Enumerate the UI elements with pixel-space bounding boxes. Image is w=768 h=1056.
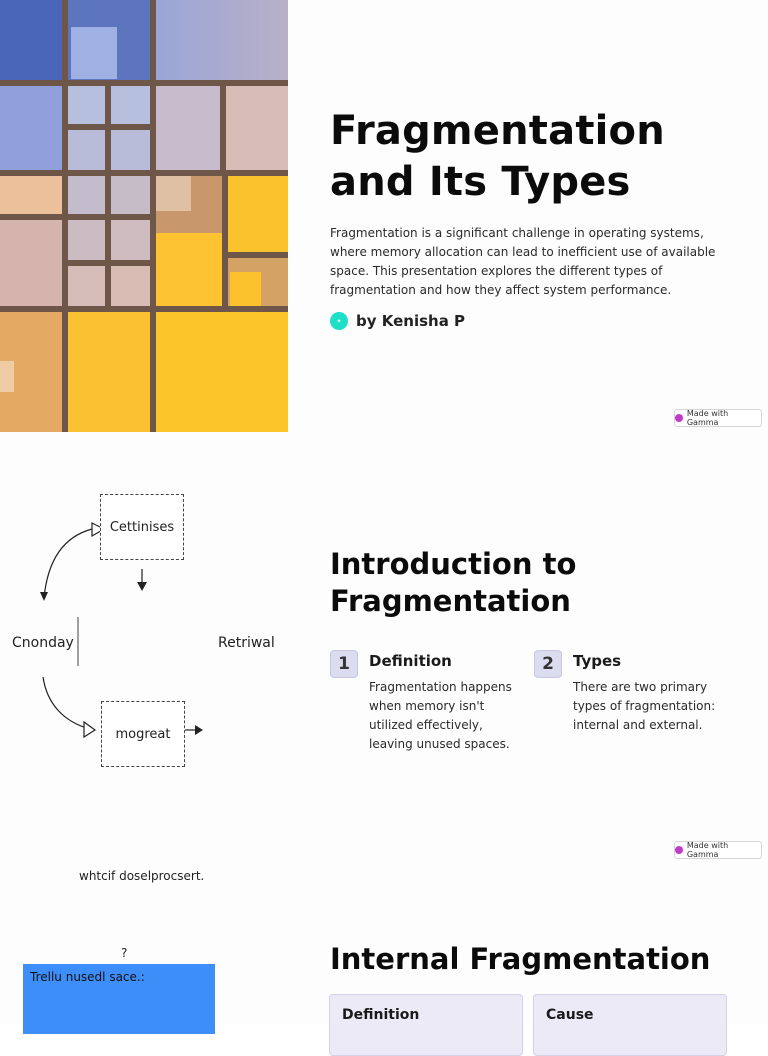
card-title: Cause (546, 1007, 594, 1023)
title-line-2: and Its Types (330, 159, 631, 205)
avatar: ✦ (330, 312, 348, 330)
author-name: by Kenisha P (356, 312, 466, 330)
info-card-definition: Definition (329, 994, 523, 1056)
section-title-line-2: Fragmentation (330, 584, 571, 618)
made-with-gamma-badge[interactable]: Made with Gamma (674, 841, 762, 859)
section-title: Introduction to Fragmentation (330, 546, 576, 620)
info-card-cause: Cause (533, 994, 727, 1056)
intro-content: Introduction to Fragmentation 1 Definiti… (330, 432, 728, 864)
title-line-1: Fragmentation (330, 108, 665, 154)
intro-description: Fragmentation is a significant challenge… (330, 226, 716, 297)
item-title: Types (573, 652, 622, 670)
item-number-badge: 2 (534, 650, 562, 678)
gamma-logo-icon (675, 846, 683, 854)
item-number-badge: 1 (330, 650, 358, 678)
internal-content: Internal Fragmentation (330, 864, 728, 1024)
slide-internal-fragmentation: whtcif doselprocsert. ? Trellu nusedl sa… (0, 864, 768, 1056)
section-title-line-1: Introduction to (330, 547, 577, 581)
presentation-title: Fragmentation and Its Types (330, 106, 730, 208)
made-with-gamma-badge[interactable]: Made with Gamma (674, 409, 762, 427)
gamma-badge-label: Made with Gamma (686, 841, 729, 859)
title-content: Fragmentation and Its Types Fragmentatio… (330, 0, 728, 432)
item-title: Definition (369, 652, 452, 670)
item-body: There are two primary types of fragmenta… (573, 680, 716, 732)
slide-introduction: Cettinises mogreat Cnonday Retriwal Intr… (0, 432, 768, 864)
diagram-question-mark: ? (121, 946, 128, 960)
diagram-bottom-box: mogreat (101, 701, 185, 767)
diagram-top-box: Cettinises (100, 494, 184, 560)
diagram-blue-box: Trellu nusedl sace.: (23, 964, 215, 1034)
mosaic-image (0, 0, 288, 432)
internal-diagram: whtcif doselprocsert. ? Trellu nusedl sa… (0, 864, 288, 1034)
card-title: Definition (342, 1007, 420, 1023)
section-title: Internal Fragmentation (330, 942, 711, 976)
diagram-arrows (40, 522, 203, 739)
author-row: ✦ by Kenisha P (330, 312, 465, 330)
gamma-logo-icon (675, 414, 683, 422)
item-body: Fragmentation happens when memory isn't … (369, 680, 512, 751)
diagram-left-label: Cnonday (12, 635, 74, 651)
diagram-caption: whtcif doselprocsert. (79, 869, 205, 883)
slide-title: Fragmentation and Its Types Fragmentatio… (0, 0, 768, 432)
diagram-right-label: Retriwal (218, 635, 275, 651)
gamma-badge-label: Made with Gamma (686, 409, 729, 427)
process-diagram: Cettinises mogreat Cnonday Retriwal (0, 432, 288, 864)
